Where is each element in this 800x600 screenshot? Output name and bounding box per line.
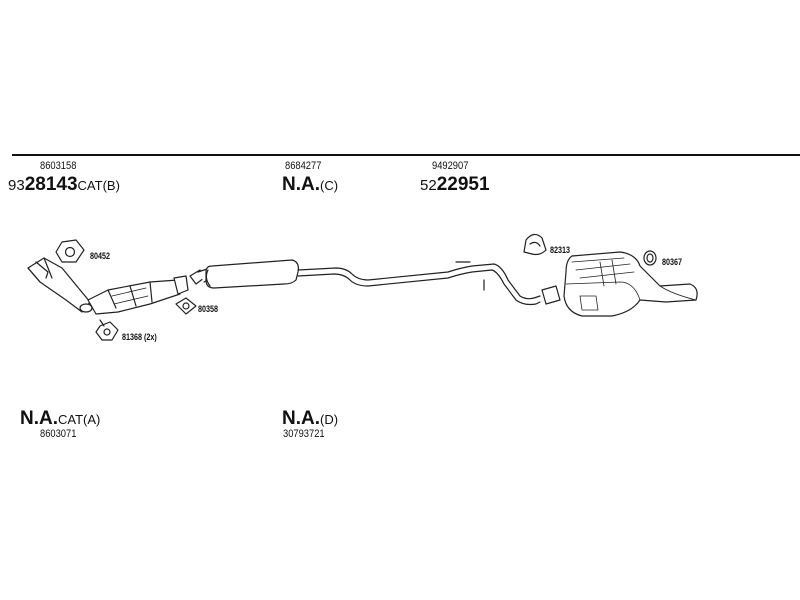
part-label-gasket-2: 80358 bbox=[198, 304, 219, 314]
rear-pipe-connector bbox=[541, 285, 561, 305]
top-label-b-suffix: (C) bbox=[320, 178, 339, 193]
part-label-nut: 81368 (2x) bbox=[122, 332, 157, 342]
bottom-label-a-part: N.A.CAT(A) bbox=[20, 408, 100, 430]
nut bbox=[95, 319, 119, 341]
bottom-label-a-number: 8603071 bbox=[40, 428, 77, 440]
bottom-label-a-suffix: CAT(A) bbox=[58, 412, 101, 427]
bottom-label-a-bold: N.A. bbox=[20, 408, 58, 429]
bottom-label-b-bold: N.A. bbox=[282, 408, 320, 429]
bottom-label-b-suffix: (D) bbox=[320, 412, 339, 427]
front-catalytic-converter bbox=[27, 257, 93, 313]
top-label-b-bold: N.A. bbox=[282, 174, 320, 195]
top-label-c-number: 9492907 bbox=[432, 160, 469, 172]
top-label-b-number: 8684277 bbox=[285, 160, 322, 172]
top-divider-line bbox=[12, 154, 800, 156]
top-label-c-prefix: 52 bbox=[420, 177, 437, 194]
part-label-clamp: 82313 bbox=[550, 245, 571, 255]
top-label-a-number: 8603158 bbox=[40, 160, 77, 172]
ring bbox=[643, 250, 657, 266]
gasket-2 bbox=[175, 297, 197, 315]
intermediate-pipe bbox=[297, 261, 541, 306]
rear-muffler bbox=[563, 251, 698, 317]
top-label-a-prefix: 93 bbox=[8, 177, 25, 194]
clamp bbox=[523, 233, 547, 256]
part-label-ring: 80367 bbox=[662, 257, 683, 267]
top-label-c-bold: 22951 bbox=[436, 174, 490, 195]
top-label-a-bold: 28143 bbox=[24, 174, 78, 195]
bottom-label-b-number: 30793721 bbox=[283, 428, 325, 440]
top-label-a-suffix: CAT(B) bbox=[77, 178, 120, 193]
middle-muffler bbox=[205, 259, 299, 289]
top-label-a-part: 9328143CAT(B) bbox=[8, 174, 120, 196]
gasket-1 bbox=[55, 239, 85, 263]
main-catalytic-converter bbox=[87, 275, 189, 315]
top-label-b-part: N.A.(C) bbox=[282, 174, 338, 196]
top-label-c-part: 5222951 bbox=[420, 174, 490, 196]
bottom-label-b-part: N.A.(D) bbox=[282, 408, 338, 430]
part-label-gasket-1: 80452 bbox=[90, 251, 111, 261]
